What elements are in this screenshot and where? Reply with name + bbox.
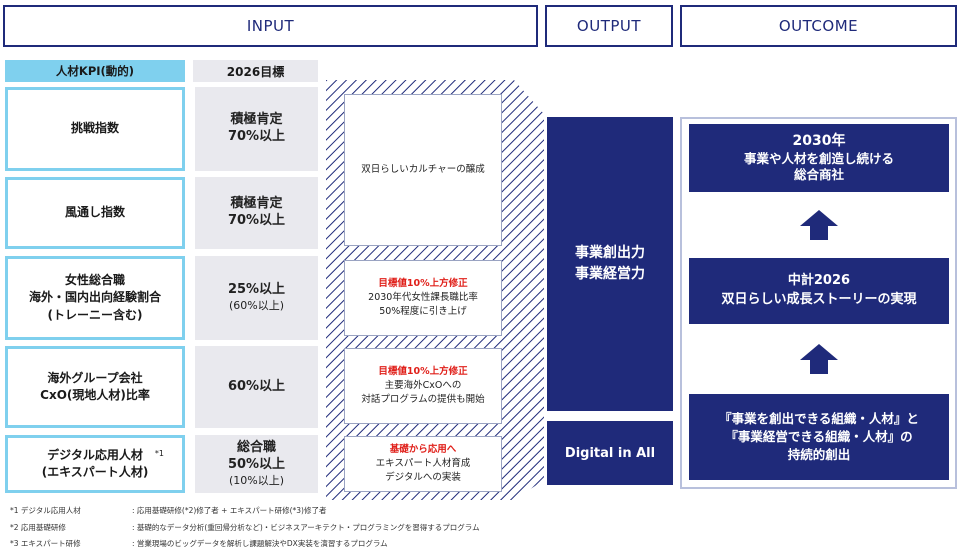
outcome-header: OUTCOME	[680, 5, 957, 47]
outcome-line: 持続的創出	[787, 447, 851, 463]
note-text: 主要海外CxOへの	[384, 380, 462, 392]
target-line: 総合職	[236, 439, 276, 455]
footnote-text: : 応用基礎研修(*2)修了者 + エキスパート研修(*3)修了者	[132, 506, 327, 515]
target-line: 25%以上	[227, 282, 286, 298]
target-line: 積極肯定	[230, 112, 283, 128]
outcome-line: 『事業経営できる組織・人材』の	[725, 428, 913, 444]
outcome-midterm-plan: 中計2026 双日らしい成長ストーリーの実現	[689, 258, 949, 324]
output-digital-in-all: Digital in All	[547, 421, 673, 485]
kpi-label: 海外・国内出向経験割合	[28, 290, 161, 305]
note-culture: 双日らしいカルチャーの醸成	[344, 94, 502, 246]
note-text: デジタルへの実装	[385, 471, 461, 483]
footnote-text: : 基礎的なデータ分析(重回帰分析など)・ビジネスアーキテクト・プログラミングを…	[132, 523, 480, 532]
kpi-women-assignment-ratio: 女性総合職海外・国内出向経験割合 (トレーニー含む)	[5, 256, 185, 340]
outcome-line: 2030年	[792, 132, 846, 149]
kpi-label: 挑戦指数	[70, 121, 119, 136]
target-line: 70%以上	[227, 213, 286, 228]
kpi-label: 女性総合職	[64, 272, 125, 287]
target-overseas-cxo-ratio: 60%以上	[195, 346, 318, 428]
kpi-overseas-cxo-ratio: 海外グループ会社 CxO(現地人材)比率	[5, 346, 185, 428]
note-text: 双日らしいカルチャーの醸成	[361, 164, 485, 176]
kpi-digital-talent: デジタル応用人材 (エキスパート人材) *1	[5, 435, 185, 493]
kpi-label: (エキスパート人材)	[41, 465, 149, 479]
kpi-challenge-index: 挑戦指数	[5, 87, 185, 171]
kpi-label: CxO(現地人材)比率	[40, 388, 150, 402]
output-header: OUTPUT	[545, 5, 673, 47]
footnote-mark: *1 デジタル応用人材	[10, 506, 81, 515]
outcome-sustainable-creation: 『事業を創出できる組織・人材』と『事業経営できる組織・人材』の持続的創出	[689, 394, 949, 480]
footnote-mark: *2 応用基礎研修	[10, 523, 66, 532]
note-highlight: 基礎から応用へ	[389, 444, 457, 456]
outcome-line: 事業や人材を創造し続ける	[743, 150, 894, 166]
output-line: 事業創出力	[575, 245, 645, 261]
note-overseas-cxo: 目標値10%上方修正主要海外CxOへの対話プログラムの提供も開始	[344, 348, 502, 424]
kpi-label: (トレーニー含む)	[47, 307, 143, 322]
note-highlight: 目標値10%上方修正	[378, 366, 468, 378]
footnote-2: *2 応用基礎研修 : 基礎的なデータ分析(重回帰分析など)・ビジネスアーキテクト…	[10, 522, 480, 533]
target-line: 積極肯定	[230, 196, 283, 212]
note-text: エキスパート人材育成	[375, 458, 471, 470]
kpi-label: 海外グループ会社	[47, 370, 143, 385]
kpi-openness-index: 風通し指数	[5, 177, 185, 249]
kpi-label: 風通し指数	[64, 205, 125, 220]
note-text: 50%程度に引き上げ	[379, 305, 467, 317]
note-text: 対話プログラムの提供も開始	[361, 393, 485, 405]
target-subline: (10%以上)	[228, 473, 285, 487]
arrow-up-icon	[800, 344, 838, 374]
footnote-text: : 営業現場のビッグデータを解析し課題解決やDX実装を演習するプログラム	[132, 539, 388, 548]
outcome-line: 『事業を創出できる組織・人材』と	[719, 410, 919, 426]
outcome-line: 中計2026	[787, 273, 851, 289]
footnote-1: *1 デジタル応用人材 : 応用基礎研修(*2)修了者 + エキスパート研修(*3…	[10, 505, 327, 516]
footnote-mark: *3 エキスパート研修	[10, 539, 81, 548]
output-line: 事業経営力	[575, 266, 645, 282]
outcome-2030-vision: 2030年事業や人材を創造し続ける総合商社	[689, 124, 949, 192]
footnote-mark: *1	[154, 449, 164, 458]
target-line: 70%以上	[227, 129, 286, 144]
target-line: 50%以上	[227, 456, 286, 472]
outcome-line: 総合商社	[793, 167, 844, 183]
note-text: 2030年代女性課長職比率	[368, 292, 478, 304]
output-business-power: 事業創出力事業経営力	[547, 117, 673, 411]
outcome-line: 双日らしい成長ストーリーの実現	[721, 292, 917, 307]
target-column-header: 2026目標	[193, 60, 318, 82]
input-header: INPUT	[3, 5, 538, 47]
kpi-label: デジタル応用人材	[47, 447, 143, 462]
target-line: 60%以上	[227, 378, 286, 394]
target-subline: (60%以上)	[228, 299, 285, 313]
target-women-assignment-ratio: 25%以上(60%以上)	[195, 256, 318, 340]
footnote-3: *3 エキスパート研修 : 営業現場のビッグデータを解析し課題解決やDX実装を演習…	[10, 538, 388, 549]
note-digital: 基礎から応用へエキスパート人材育成デジタルへの実装	[344, 436, 502, 492]
note-highlight: 目標値10%上方修正	[378, 278, 468, 290]
arrow-up-icon	[800, 210, 838, 240]
kpi-column-header: 人材KPI(動的)	[5, 60, 185, 82]
